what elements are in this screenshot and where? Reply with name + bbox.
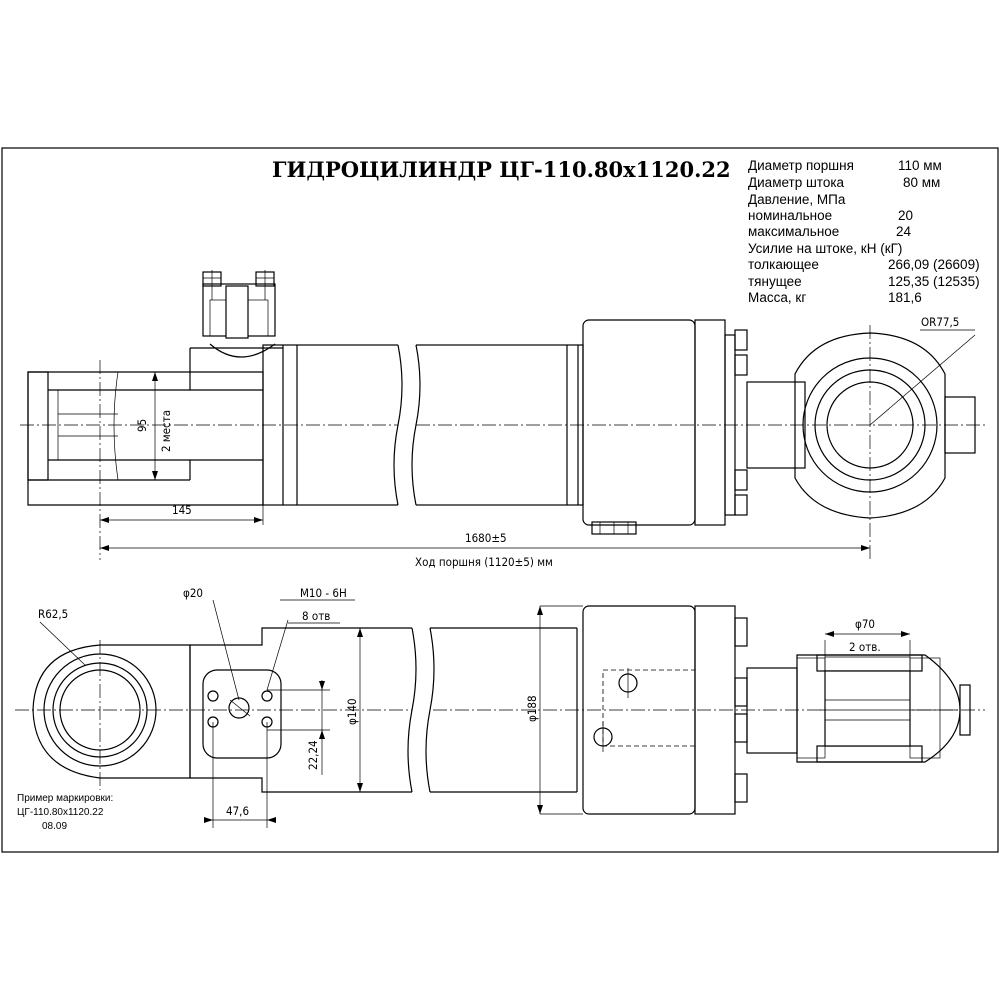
bottom-right-clevis: φ70 2 отв. (796, 617, 971, 763)
spec-maximum-label: максимальное (748, 224, 839, 239)
dim-2-places: 2 места (159, 410, 173, 452)
spec-pressure-label: Давление, МПа (748, 192, 846, 207)
top-piston-rod (746, 381, 806, 469)
dim-476: 47,6 (226, 804, 249, 818)
bottom-barrel: φ140 (345, 624, 578, 796)
spec-push-label: толкающее (748, 257, 819, 272)
bottom-view: R62,5 φ20 М10 - 6Н 8 отв 22,24 (15, 586, 985, 828)
dim-holes2: 2 отв. (849, 640, 881, 654)
sheet-frame (1, 147, 999, 853)
top-rod-eye (794, 325, 976, 560)
spec-maximum-value: 24 (896, 224, 912, 239)
dim-d140: φ140 (345, 698, 359, 725)
spec-pull-label: тянущее (748, 274, 802, 289)
spec-pull-value: 125,35 (12535) (888, 274, 980, 289)
spec-mass-label: Масса, кг (748, 290, 806, 305)
dim-d20: φ20 (183, 586, 203, 600)
dim-thread: М10 - 6Н (300, 586, 347, 600)
top-gland-head (582, 319, 748, 535)
spec-nominal-value: 20 (898, 208, 913, 223)
marking-date: 08.09 (42, 821, 67, 832)
dim-r62: R62,5 (38, 607, 68, 621)
dim-95: 95 (135, 419, 149, 432)
bottom-gland-head: φ188 (525, 605, 748, 815)
spec-piston-diameter-value: 110 мм (898, 158, 942, 173)
dim-holes8: 8 отв (302, 609, 330, 623)
bottom-port-block: φ20 М10 - 6Н 8 отв 22,24 47,6 (183, 586, 420, 828)
top-barrel (262, 343, 584, 507)
marking-code: ЦГ-110.80х1120.22 (17, 807, 104, 818)
top-port-boss (190, 270, 283, 358)
dim-d70: φ70 (855, 617, 875, 631)
drawing-title: ГИДРОЦИЛИНДР ЦГ-110.80х1120.22 (272, 157, 731, 182)
spec-piston-diameter-label: Диаметр поршня (748, 158, 854, 173)
marking-label: Пример маркировки: (17, 793, 113, 804)
spec-mass-value: 181,6 (888, 290, 922, 305)
bottom-piston-rod (746, 667, 798, 754)
specifications-block: Диаметр поршня 110 мм Диаметр штока 80 м… (748, 158, 980, 305)
dim-1680: 1680±5 (465, 531, 507, 545)
dim-d188: φ188 (525, 695, 539, 722)
spec-rod-force-label: Усилие на штоке, кН (кГ) (748, 241, 902, 256)
clevis-section-hatch (27, 371, 49, 481)
spec-push-value: 266,09 (26609) (888, 257, 980, 272)
dim-r77: ОR77,5 (921, 315, 959, 329)
dim-2224: 22,24 (306, 740, 320, 770)
spec-rod-diameter-value: 80 мм (903, 175, 940, 190)
spec-rod-diameter-label: Диаметр штока (748, 175, 845, 190)
spec-nominal-label: номинальное (748, 208, 832, 223)
marking-note: Пример маркировки: ЦГ-110.80х1120.22 08.… (17, 793, 113, 832)
dim-145: 145 (172, 503, 192, 517)
top-view: 95 2 места 145 1680±5 Ход поршня (1120±5… (20, 270, 985, 569)
bottom-left-eye: R62,5 (32, 607, 191, 790)
top-dimensions: 95 2 места 145 1680±5 Ход поршня (1120±5… (100, 315, 976, 569)
dim-stroke: Ход поршня (1120±5) мм (415, 555, 553, 569)
